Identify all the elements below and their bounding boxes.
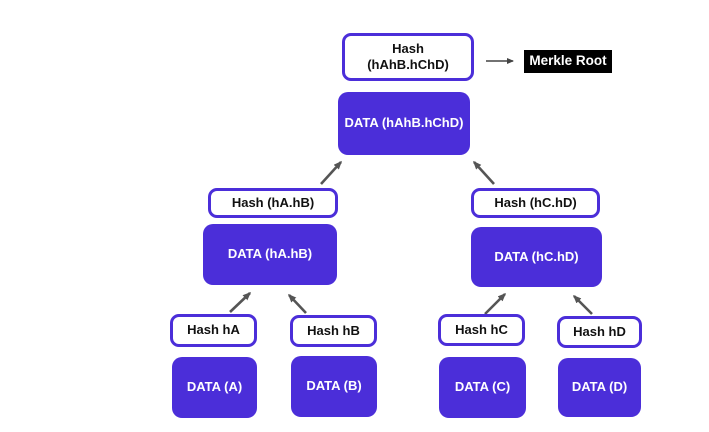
arrow-hashab-to-rootdata xyxy=(320,160,343,185)
arrow-hashb-to-dataab xyxy=(287,293,307,314)
hash-cd-node: Hash (hC.hD) xyxy=(471,188,600,218)
root-hash-line1: Hash xyxy=(392,40,424,56)
arrow-hashc-to-datacd xyxy=(484,292,507,315)
data-a-node: DATA (A) xyxy=(172,357,257,418)
hash-d-node: Hash hD xyxy=(557,316,642,348)
hash-b-node: Hash hB xyxy=(290,315,377,347)
hash-ab-node: Hash (hA.hB) xyxy=(208,188,338,218)
arrow-hashcd-to-rootdata xyxy=(472,160,495,185)
root-data-node: DATA (hAhB.hChD) xyxy=(338,92,470,155)
data-c-node: DATA (C) xyxy=(439,357,526,418)
hash-c-node: Hash hC xyxy=(438,314,525,346)
data-ab-node: DATA (hA.hB) xyxy=(203,224,337,285)
arrow-hasha-to-dataab xyxy=(229,291,252,313)
data-b-node: DATA (B) xyxy=(291,356,377,417)
data-cd-node: DATA (hC.hD) xyxy=(471,227,602,287)
arrow-hashd-to-datacd xyxy=(572,294,593,315)
data-d-node: DATA (D) xyxy=(558,358,641,417)
root-hash-line2: (hAhB.hChD) xyxy=(367,57,449,72)
merkle-root-label: Merkle Root xyxy=(524,50,612,73)
root-hash-node: Hash (hAhB.hChD) xyxy=(342,33,474,81)
hash-a-node: Hash hA xyxy=(170,314,257,347)
